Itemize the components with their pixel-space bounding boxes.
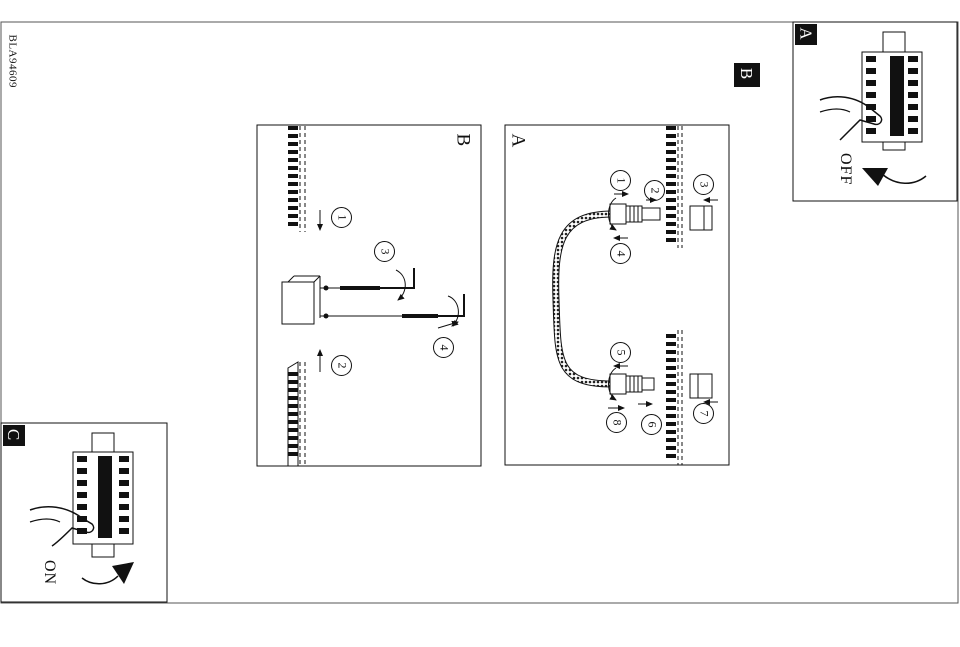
panel-b-badge: B <box>734 63 760 87</box>
rotate-arrow-icon <box>81 575 119 585</box>
panel-c-switch-on <box>0 422 168 603</box>
step-marker: 4 <box>433 337 454 358</box>
diagram-a <box>504 124 730 466</box>
panel-c-switch-label: ON <box>41 560 58 586</box>
step-marker: 3 <box>693 174 714 195</box>
panel-c-badge: C <box>3 425 25 446</box>
step-marker: 8 <box>606 412 627 433</box>
diagram-b <box>256 124 482 467</box>
panel-a-switch-off <box>792 21 958 202</box>
hand-icon <box>29 505 95 547</box>
step-marker: 6 <box>641 414 662 435</box>
step-marker: 3 <box>374 241 395 262</box>
diagram-b-title: B <box>452 133 474 147</box>
hand-icon <box>819 95 883 141</box>
document-code: BLA94609 <box>6 34 19 89</box>
step-marker: 7 <box>693 403 714 424</box>
step-marker: 2 <box>644 180 665 201</box>
step-marker: 5 <box>610 342 631 363</box>
driver-box <box>281 281 315 325</box>
step-marker: 2 <box>331 355 352 376</box>
diagram-a-title: A <box>507 133 529 148</box>
step-marker: 1 <box>331 207 352 228</box>
step-marker: 1 <box>610 170 631 191</box>
step-marker: 4 <box>610 243 631 264</box>
rotate-arrow-icon <box>881 173 927 184</box>
outer-frame <box>0 21 959 604</box>
panel-a-switch-label: OFF <box>837 153 854 186</box>
panel-a-badge: A <box>795 24 817 45</box>
